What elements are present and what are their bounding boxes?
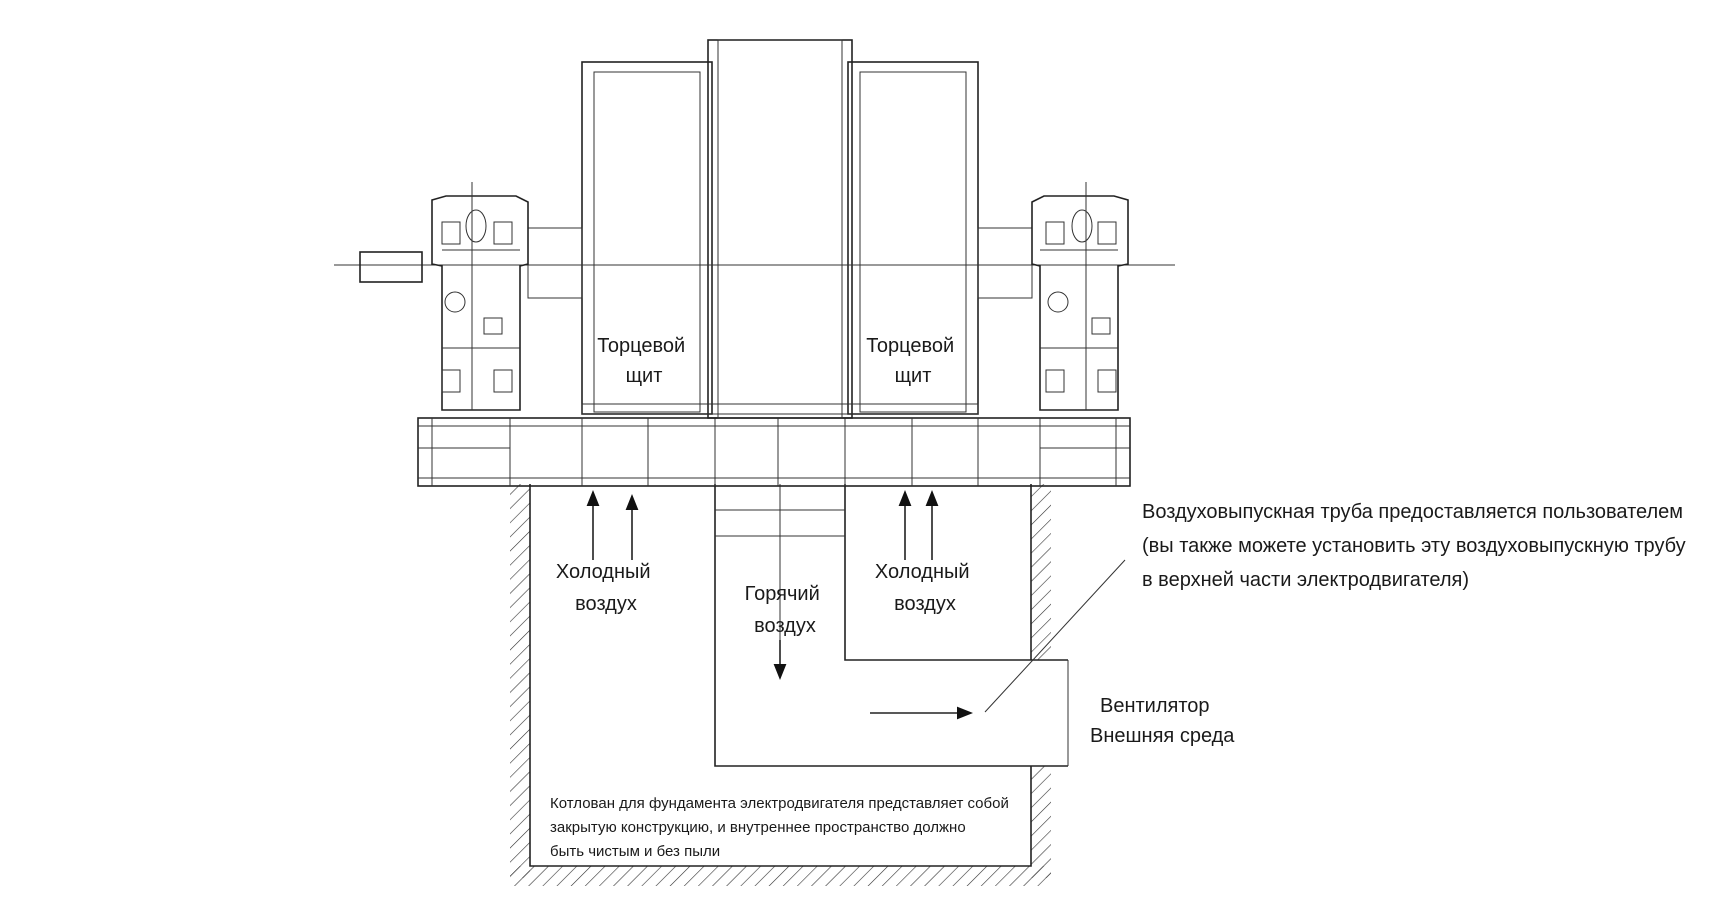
bearing-pedestal-right xyxy=(1031,182,1129,411)
fan-label: Вентилятор xyxy=(1100,695,1210,717)
exhaust-duct xyxy=(714,484,1126,767)
environment-label: Внешняя среда xyxy=(1090,725,1235,747)
cold-air-right-label: Холодный воздух xyxy=(875,561,975,615)
shaft-extension xyxy=(359,251,423,283)
labels: Торцевой щит Торцевой щит Холодный возду… xyxy=(550,335,1691,860)
pit-floor xyxy=(510,866,1051,886)
end-shield-left xyxy=(581,61,713,415)
end-shield-right-inner xyxy=(859,71,967,413)
pit-wall-right-lower xyxy=(1031,766,1051,878)
end-shield-right xyxy=(847,61,979,415)
bolt-icon xyxy=(1045,209,1117,393)
pedestal-outline xyxy=(1031,195,1129,411)
foundation-pit xyxy=(510,484,1051,886)
end-shield-left-label: Торцевой щит xyxy=(597,335,691,387)
end-shield-right-label: Торцевой щит xyxy=(866,335,960,387)
motor-body xyxy=(581,39,979,419)
pit-note: Котлован для фундамента электродвигателя… xyxy=(550,795,1013,860)
end-shield-left-inner xyxy=(593,71,701,413)
cold-air-left-label: Холодный воздух xyxy=(556,561,656,615)
duct-outline xyxy=(714,484,1068,767)
bolt-icon xyxy=(441,209,513,393)
bearing-pedestal-left xyxy=(431,182,529,411)
base-frame-dividers xyxy=(418,418,1130,486)
cold-air-arrows xyxy=(586,490,939,560)
pit-outline xyxy=(529,484,1032,867)
shaft-right xyxy=(977,227,1033,299)
base-frame-outline xyxy=(417,417,1131,487)
stator-frame xyxy=(707,39,853,419)
pit-wall-left xyxy=(510,484,530,878)
leader-line xyxy=(984,559,1126,713)
pit-wall-right xyxy=(1031,484,1051,660)
motor-foot-left xyxy=(581,403,979,415)
pedestal-outline xyxy=(431,195,529,411)
stator-frame-inner xyxy=(717,39,843,419)
hot-air-label: Горячий воздух xyxy=(745,583,826,637)
exhaust-note: Воздуховыпускная труба предоставляется п… xyxy=(1142,501,1691,591)
shaft-left xyxy=(527,227,583,299)
base-frame xyxy=(417,417,1131,487)
